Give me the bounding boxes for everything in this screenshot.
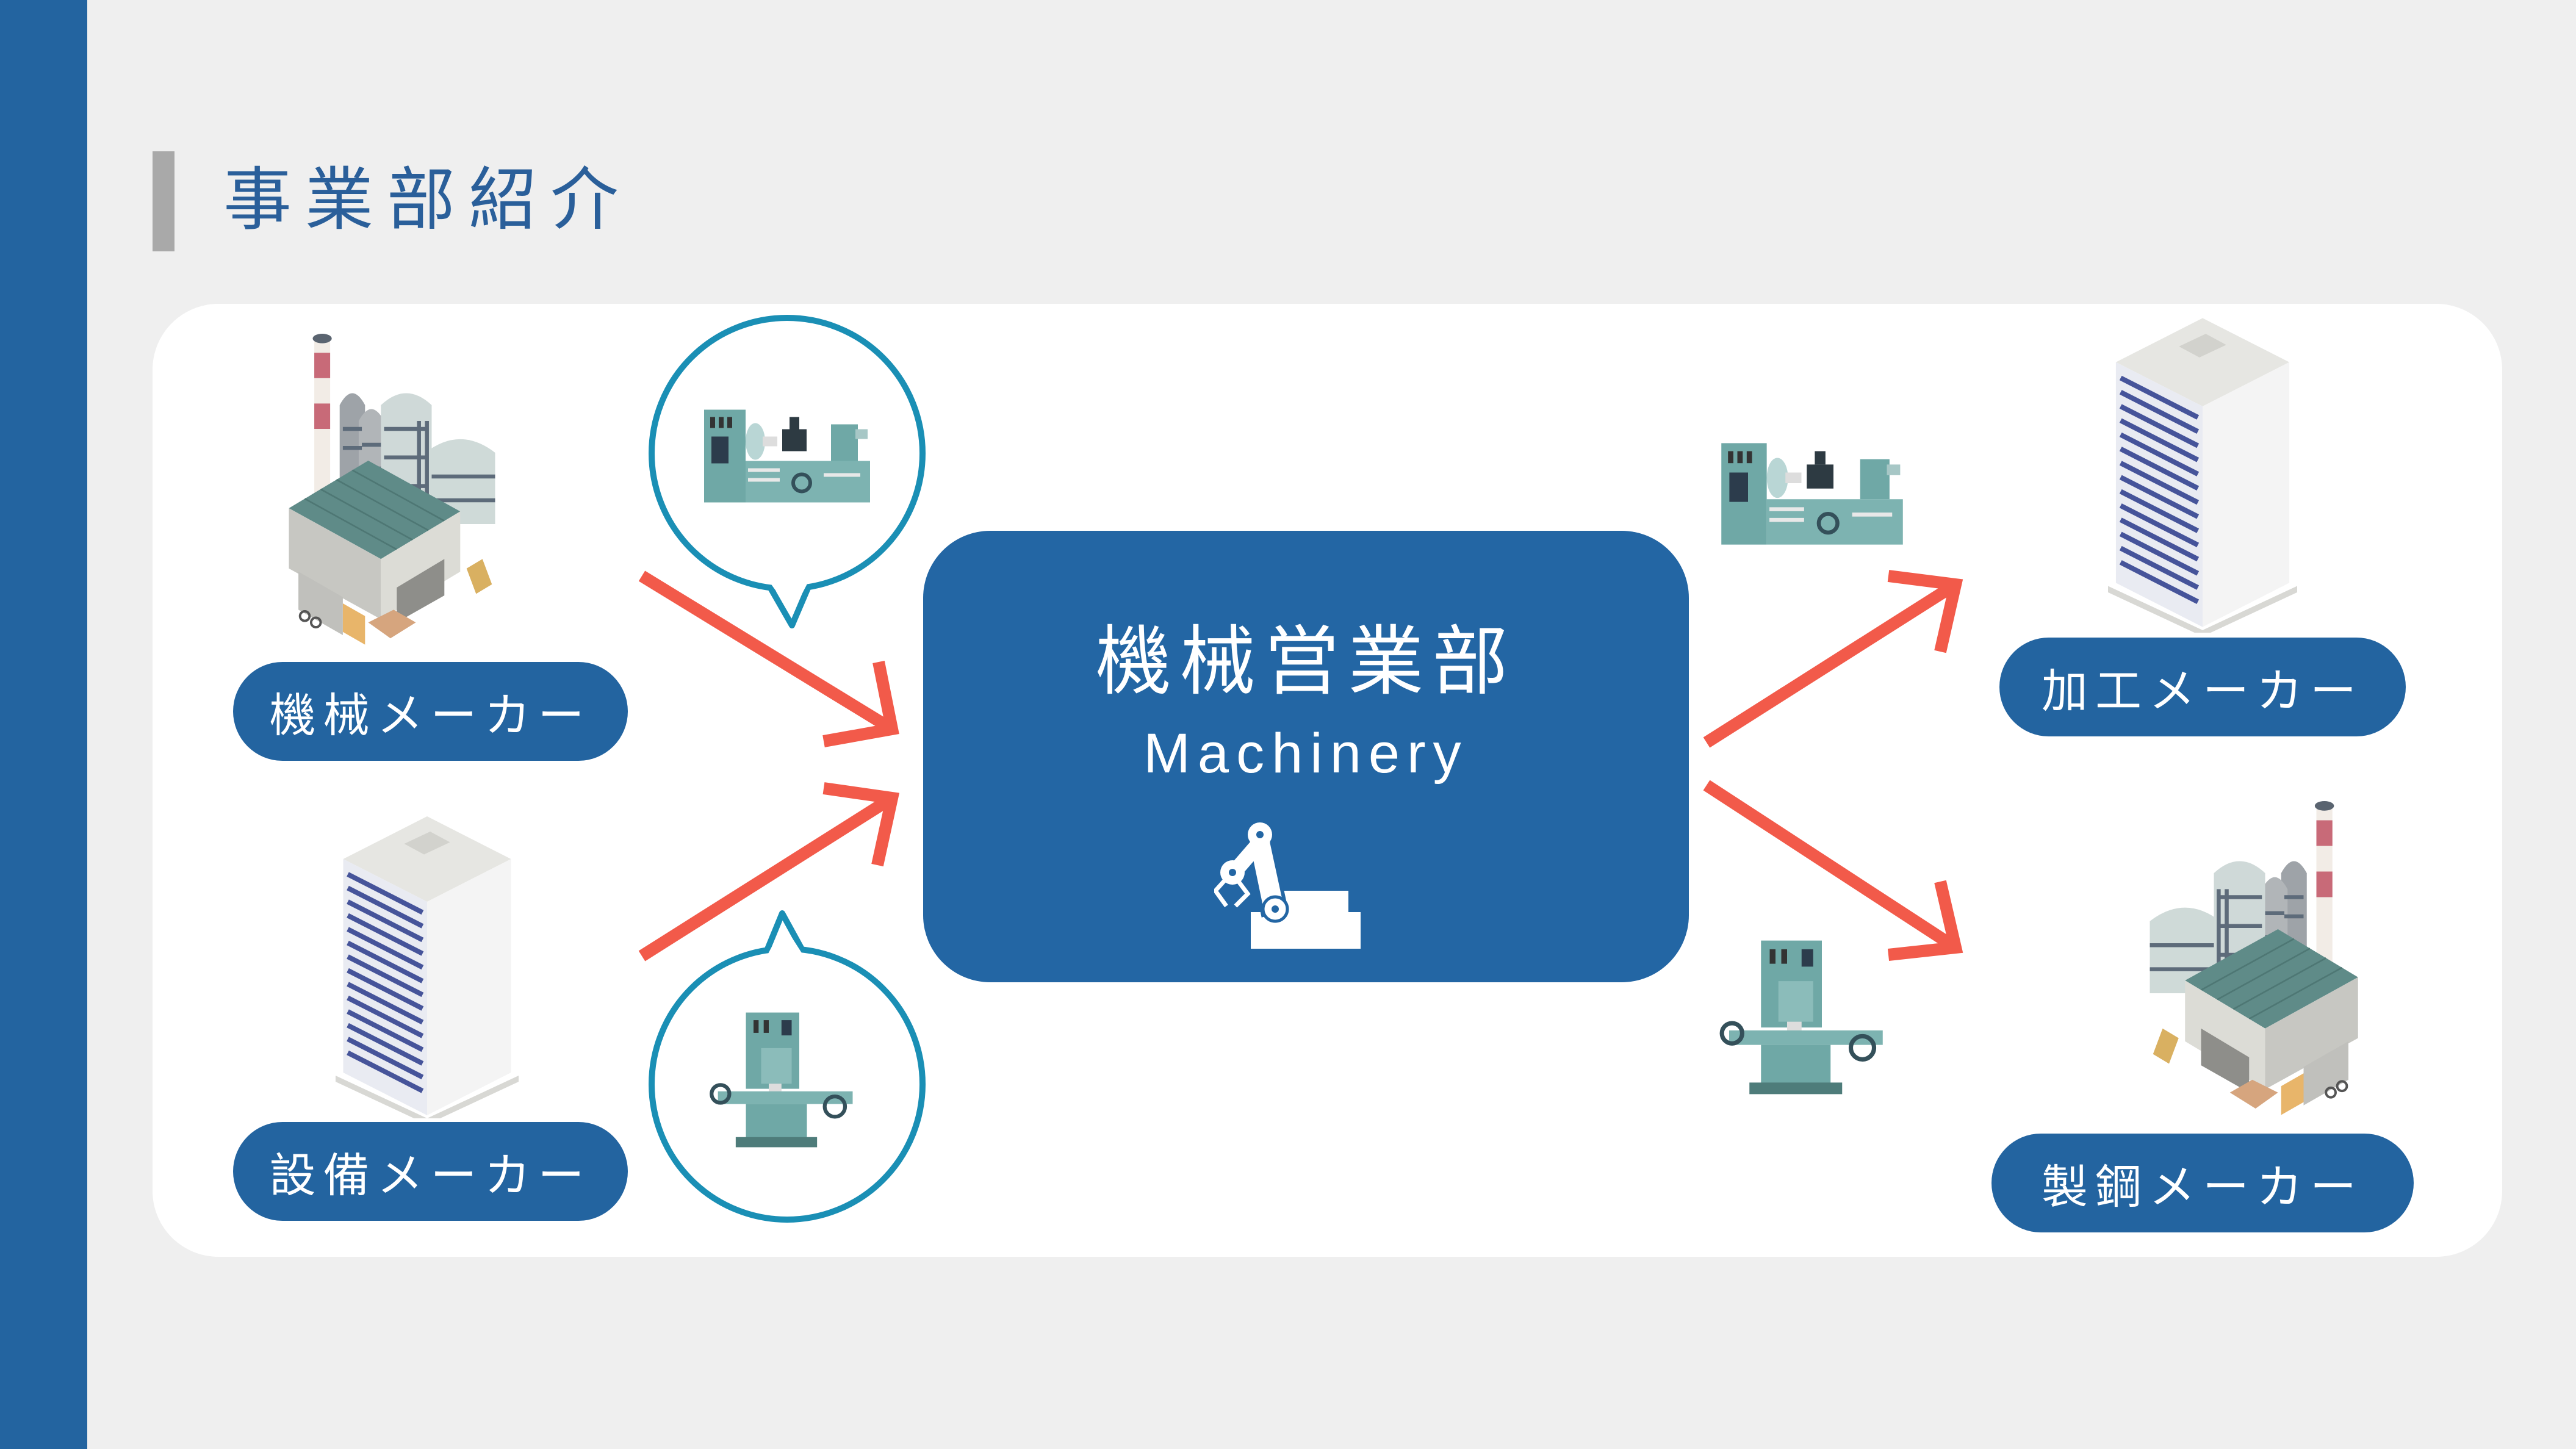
speech-bubble-milling-machine — [649, 910, 926, 1223]
page-title: 事業部紹介 — [223, 160, 632, 240]
supplier-pill-equipment-maker: 設備メーカー — [233, 1122, 628, 1221]
division-subtitle: Machinery — [1143, 722, 1469, 785]
pill-label: 設備メーカー — [269, 1148, 592, 1203]
arrow-center-to-customer-1 — [1703, 570, 1963, 748]
side-accent-bar — [0, 0, 87, 1449]
office-building-illustration — [336, 816, 519, 1124]
title-marker — [153, 151, 174, 251]
pill-label: 機械メーカー — [269, 688, 592, 742]
customer-pill-processing-maker: 加工メーカー — [1999, 638, 2406, 736]
arrow-supplier-2-to-center — [638, 782, 900, 962]
machinery-division-box: 機械営業部 Machinery — [923, 531, 1689, 982]
factory-illustration — [289, 334, 495, 645]
office-building-illustration — [2108, 318, 2297, 636]
robot-arm-icon — [1214, 822, 1361, 949]
arrow-supplier-1-to-center — [638, 570, 899, 747]
division-title: 機械営業部 — [1095, 618, 1517, 706]
lathe-illustration — [1721, 443, 1903, 544]
supplier-pill-machine-maker: 機械メーカー — [233, 662, 628, 761]
pill-label: 製鋼メーカー — [2042, 1160, 2364, 1214]
pill-label: 加工メーカー — [2042, 664, 2364, 718]
speech-bubble-lathe — [649, 315, 926, 628]
customer-pill-steel-maker: 製鋼メーカー — [1991, 1134, 2414, 1232]
milling-machine-illustration — [1722, 941, 1883, 1095]
arrow-center-to-customer-2 — [1703, 780, 1963, 961]
factory-illustration — [2150, 801, 2358, 1115]
